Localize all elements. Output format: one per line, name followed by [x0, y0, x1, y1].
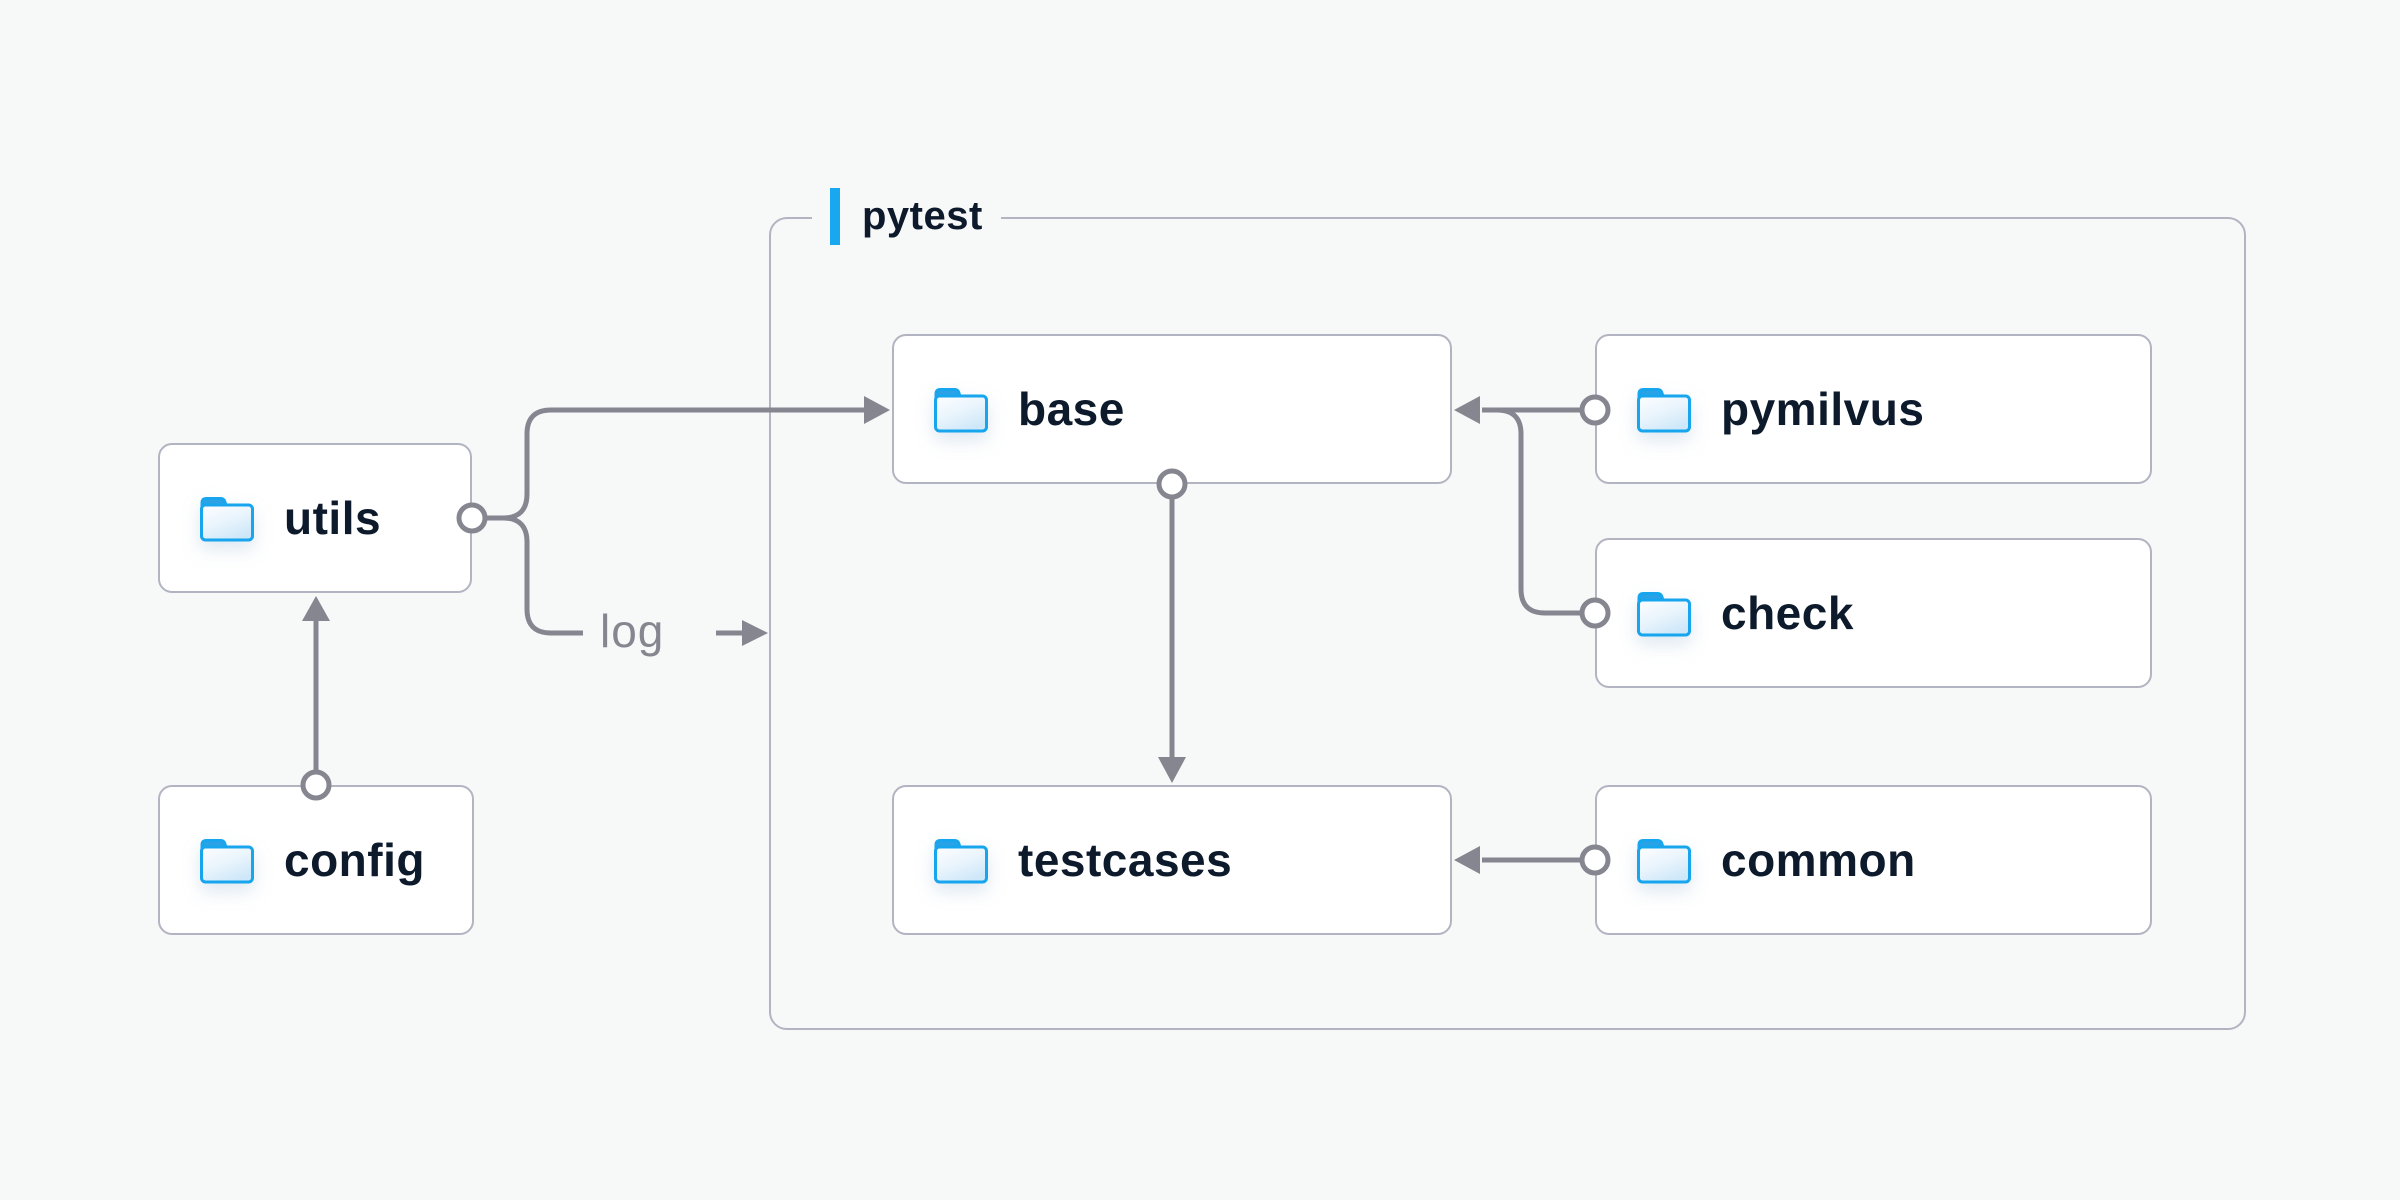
- accent-bar: [830, 187, 840, 245]
- edge-utils-to-log: [486, 515, 583, 636]
- folder-icon: [1637, 388, 1691, 433]
- folder-icon: [934, 839, 988, 884]
- folder-icon: [200, 497, 254, 542]
- arrowhead-log-into-group: [742, 620, 768, 646]
- node-label: utils: [284, 492, 382, 544]
- edge-label-log: log: [600, 604, 665, 657]
- node-label: check: [1721, 587, 1854, 639]
- node-testcases: testcases: [892, 785, 1452, 935]
- arrowhead-into-utils: [302, 596, 330, 621]
- folder-icon: [1637, 592, 1691, 637]
- folder-icon: [200, 839, 254, 884]
- node-config: config: [158, 785, 474, 935]
- group-title: pytest: [862, 193, 983, 238]
- node-label: testcases: [1018, 834, 1233, 886]
- node-base: base: [892, 334, 1452, 484]
- node-label: pymilvus: [1721, 383, 1925, 435]
- node-label: common: [1721, 834, 1916, 886]
- node-label: config: [284, 834, 425, 886]
- node-utils: utils: [158, 443, 472, 593]
- group-pytest: [769, 217, 2246, 1030]
- node-check: check: [1595, 538, 2152, 688]
- folder-icon: [1637, 839, 1691, 884]
- group-pytest-label: pytest: [812, 185, 1001, 247]
- folder-icon: [934, 388, 988, 433]
- node-common: common: [1595, 785, 2152, 935]
- node-pymilvus: pymilvus: [1595, 334, 2152, 484]
- node-label: base: [1018, 383, 1125, 435]
